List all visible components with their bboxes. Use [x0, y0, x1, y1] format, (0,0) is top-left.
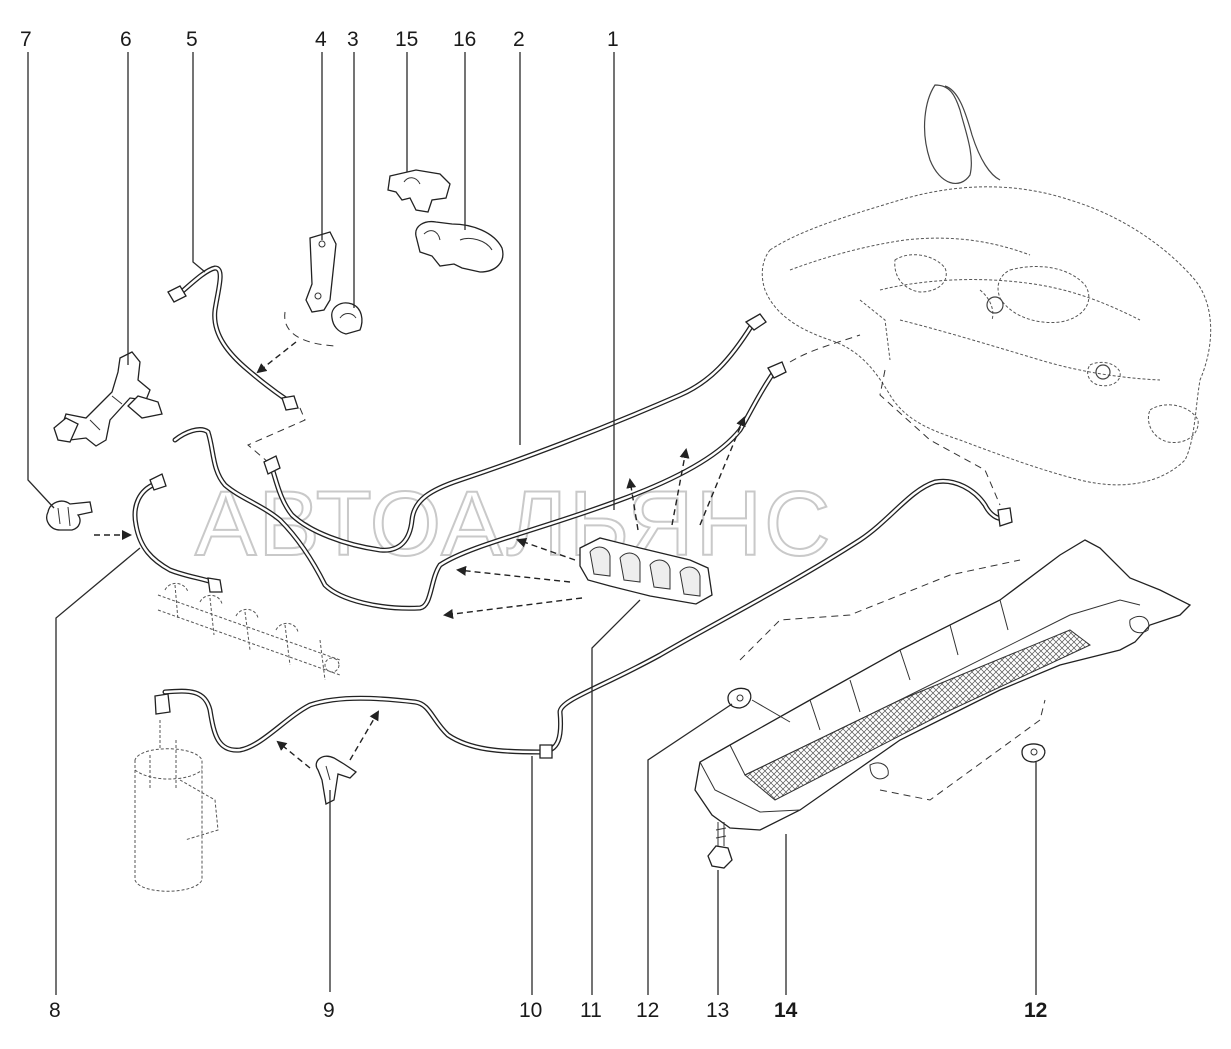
callout-6: 6: [120, 28, 132, 51]
callout-4: 4: [315, 28, 327, 51]
clip-12-lower: [1021, 743, 1046, 763]
callout-7: 7: [20, 28, 32, 51]
callout-1: 1: [607, 28, 619, 51]
screw-13: [707, 822, 733, 869]
clip-16: [415, 220, 504, 273]
clip-7: [46, 500, 93, 531]
callout-5: 5: [186, 28, 198, 51]
line-10: [162, 478, 1013, 759]
callout-2: 2: [513, 28, 525, 51]
callout-12-right: 12: [1024, 999, 1047, 1022]
callout-16: 16: [453, 28, 476, 51]
bracket-4: [305, 231, 337, 313]
callout-10: 10: [519, 999, 542, 1022]
leader-lines: [27, 52, 1037, 995]
fuel-tank: [761, 84, 1212, 506]
callout-9: 9: [323, 999, 335, 1022]
line-1: [172, 334, 861, 611]
clip-9: [315, 755, 358, 805]
callout-13: 13: [706, 999, 729, 1022]
clip-holder-11: [579, 537, 713, 605]
line-2: [263, 313, 767, 553]
callout-15: 15: [395, 28, 418, 51]
clip-3: [331, 302, 363, 335]
clip-15: [387, 169, 451, 213]
watermark: АВТОАЛЬЯНС: [195, 473, 833, 575]
charcoal-canister: [134, 693, 219, 892]
clip-12-upper: [727, 687, 752, 709]
underbody-shield-14: [694, 539, 1192, 831]
fuel-rail: [157, 583, 341, 681]
hose-5: [167, 265, 299, 411]
bracket-6: [53, 351, 163, 447]
callout-3: 3: [347, 28, 359, 51]
callout-11: 11: [580, 999, 602, 1022]
callout-12-left: 12: [636, 999, 659, 1022]
line-8: [132, 473, 223, 593]
callout-8: 8: [49, 999, 61, 1022]
callout-14: 14: [774, 999, 798, 1022]
